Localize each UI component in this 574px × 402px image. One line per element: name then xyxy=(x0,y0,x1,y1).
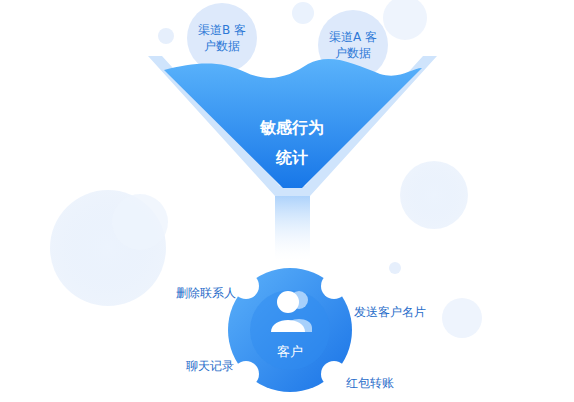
funnel-text: 敏感行为 统计 xyxy=(252,113,332,173)
gear-notch xyxy=(321,273,347,299)
customer-disc xyxy=(228,268,352,392)
gear-notch xyxy=(233,273,259,299)
deco-circle xyxy=(112,194,168,250)
node-text: 客户 xyxy=(277,343,303,361)
person-icon xyxy=(271,320,305,332)
funnel-stem xyxy=(275,194,310,260)
action-label: 红包转账 xyxy=(346,375,394,392)
customer-shape xyxy=(226,266,354,394)
action-label: 删除联系人 xyxy=(176,285,236,302)
action-label: 聊天记录 xyxy=(186,358,234,375)
deco-circle xyxy=(442,298,482,338)
deco-circle xyxy=(400,161,468,229)
deco-circle xyxy=(383,0,427,40)
channel-bubble: 渠道B 客户数据 xyxy=(187,3,257,73)
deco-circle xyxy=(292,2,314,24)
bubble-text: 渠道A 客户数据 xyxy=(323,29,383,61)
funnel-liquid xyxy=(164,59,422,188)
inner-ring xyxy=(250,290,330,370)
action-label: 发送客户名片 xyxy=(354,304,426,321)
gear-notch xyxy=(321,361,347,387)
deco-circle xyxy=(389,262,401,274)
customer-circle: 客户 xyxy=(226,266,354,394)
gear-notch xyxy=(233,361,259,387)
funnel-shape: 敏感行为 统计 xyxy=(140,48,445,260)
deco-circle xyxy=(158,28,174,44)
bubble-text: 渠道B 客户数据 xyxy=(192,22,252,54)
person-icon xyxy=(277,291,299,313)
funnel-rim xyxy=(148,56,437,196)
